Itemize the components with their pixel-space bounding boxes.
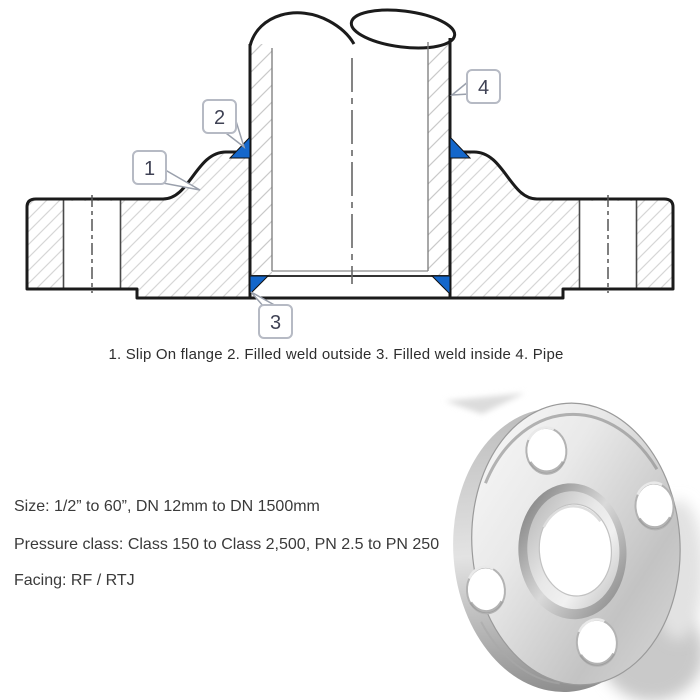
spec-size: Size: 1/2” to 60”, DN 12mm to DN 1500mm <box>14 498 320 515</box>
bolt-hole-right <box>634 481 675 531</box>
callout-4: 4 <box>449 69 501 104</box>
pipe-section <box>248 8 457 298</box>
callout-4-box <box>466 69 501 104</box>
weld-fillet-outside-left <box>228 135 251 159</box>
bolt-hole-section-right <box>578 195 638 293</box>
callout-3-label: 3 <box>270 312 281 334</box>
flange-right-section <box>448 150 675 300</box>
pipe-top-opening <box>349 8 457 50</box>
callout-1-box <box>132 150 167 185</box>
weld-fillet-outside-right <box>449 135 472 159</box>
callout-2-box <box>202 99 237 134</box>
diagram-caption: 1. Slip On flange 2. Filled weld outside… <box>108 346 564 363</box>
flange-photo <box>445 393 700 700</box>
flange-disc <box>453 402 681 693</box>
callout-1-label: 1 <box>144 158 155 180</box>
spec-pressure-class: Pressure class: Class 150 to Class 2,500… <box>14 536 440 553</box>
weld-fillet-inside-left <box>249 275 270 296</box>
center-bore <box>538 503 613 597</box>
callout-3: 3 <box>250 291 293 339</box>
spec-facing: Facing: RF / RTJ <box>14 572 135 589</box>
callout-2: 2 <box>202 99 246 150</box>
bolt-hole-bottom <box>575 618 618 667</box>
bolt-hole-section-left <box>62 195 122 293</box>
callout-3-box <box>258 304 293 339</box>
flange-section-drawing: 1 2 3 4 <box>25 8 675 339</box>
bolt-hole-left <box>465 565 506 615</box>
bolt-hole-top <box>525 426 568 475</box>
photo-artifact <box>445 393 525 414</box>
callout-4-label: 4 <box>478 77 489 99</box>
pipe-top-arc <box>248 11 356 47</box>
callout-1: 1 <box>132 150 201 191</box>
callout-2-label: 2 <box>214 107 225 129</box>
weld-fillet-inside-right <box>430 275 451 296</box>
